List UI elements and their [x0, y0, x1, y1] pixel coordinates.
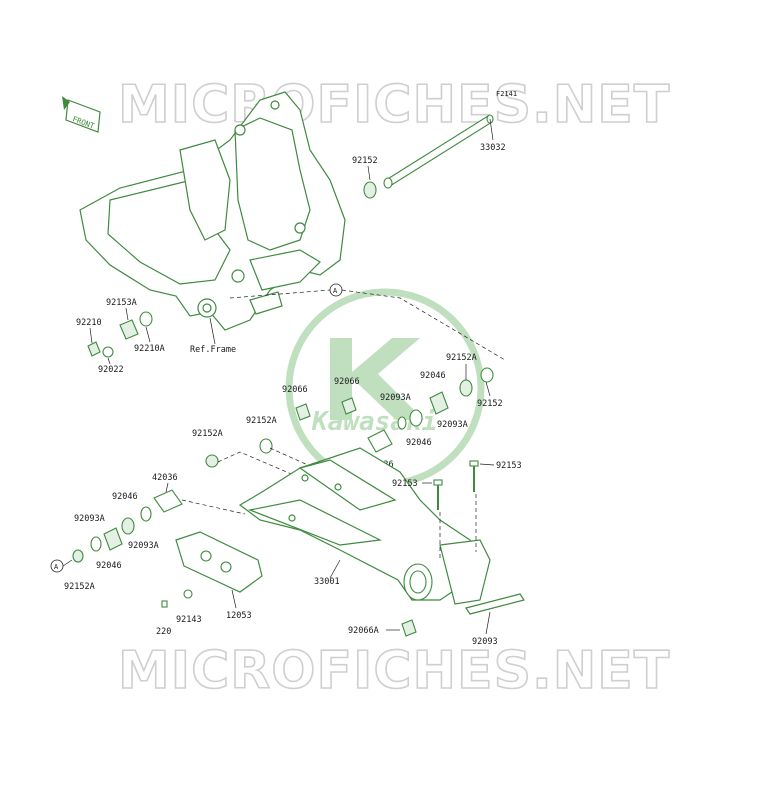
label-92152A-l: 92152A [192, 429, 223, 439]
collar-92152-top [363, 181, 377, 199]
label-42036-l: 42036 [152, 473, 178, 483]
label-92152A-m: 92152A [246, 416, 277, 426]
label-92153A: 92153A [106, 298, 137, 308]
bolt-92153-a [433, 479, 443, 510]
label-92210A: 92210A [134, 344, 165, 354]
washer-92143 [183, 589, 193, 599]
label-92152-r: 92152 [477, 399, 503, 409]
collar-92066-b [341, 397, 357, 415]
label-92046-r1: 92046 [420, 371, 446, 381]
swingarm [238, 447, 491, 605]
bearing-right-group [367, 367, 494, 453]
screw-220 [161, 600, 168, 608]
collar-92066A [401, 619, 417, 637]
label-92066-a: 92066 [282, 385, 308, 395]
label-92066-b: 92066 [334, 377, 360, 387]
label-92152A-r: 92152A [446, 353, 477, 363]
pivot-shaft [383, 114, 494, 189]
label-92066A: 92066A [348, 626, 379, 636]
label-92093A-r1: 92093A [380, 393, 411, 403]
label-92093A-l2: 92093A [128, 541, 159, 551]
ref-marker-a-bottom-text: A [54, 563, 59, 571]
label-92093A-r2: 92093A [437, 420, 468, 430]
label-33001: 33001 [314, 577, 340, 587]
front-arrow-icon: FRONT [62, 96, 101, 133]
label-92143: 92143 [176, 615, 202, 625]
label-92022: 92022 [98, 365, 124, 375]
collar-92066-a [295, 403, 311, 421]
collar-92152A-m [259, 438, 273, 454]
frame-outline [79, 91, 346, 331]
label-92153-b: 92153 [496, 461, 522, 471]
chain-slipper [465, 593, 525, 615]
ref-frame-label: Ref.Frame [190, 345, 236, 355]
bolt-92153-b [469, 460, 479, 492]
label-92152-top: 92152 [352, 156, 378, 166]
label-12053: 12053 [226, 611, 252, 621]
ref-marker-a-top-text: A [333, 287, 338, 295]
kawasaki-logo: Kawasaki [285, 288, 485, 488]
label-92093: 92093 [472, 637, 498, 647]
chain-guard [175, 531, 263, 593]
label-92152A-b: 92152A [64, 582, 95, 592]
figure-code: F2141 [496, 90, 517, 98]
watermark-bottom: MICROFICHES.NET [118, 641, 670, 701]
collar-92152A-l [205, 454, 219, 468]
label-92046-l2: 92046 [96, 561, 122, 571]
label-33032: 33032 [480, 143, 506, 153]
bearing-left-group [72, 489, 183, 563]
watermark-top: MICROFICHES.NET [118, 75, 670, 135]
label-92093A-l1: 92093A [74, 514, 105, 524]
label-220: 220 [156, 627, 171, 637]
label-92046-l1: 92046 [112, 492, 138, 502]
label-92153-a: 92153 [392, 479, 418, 489]
label-92210: 92210 [76, 318, 102, 328]
pivot-left-group [87, 311, 153, 358]
label-92046-r2: 92046 [406, 438, 432, 448]
